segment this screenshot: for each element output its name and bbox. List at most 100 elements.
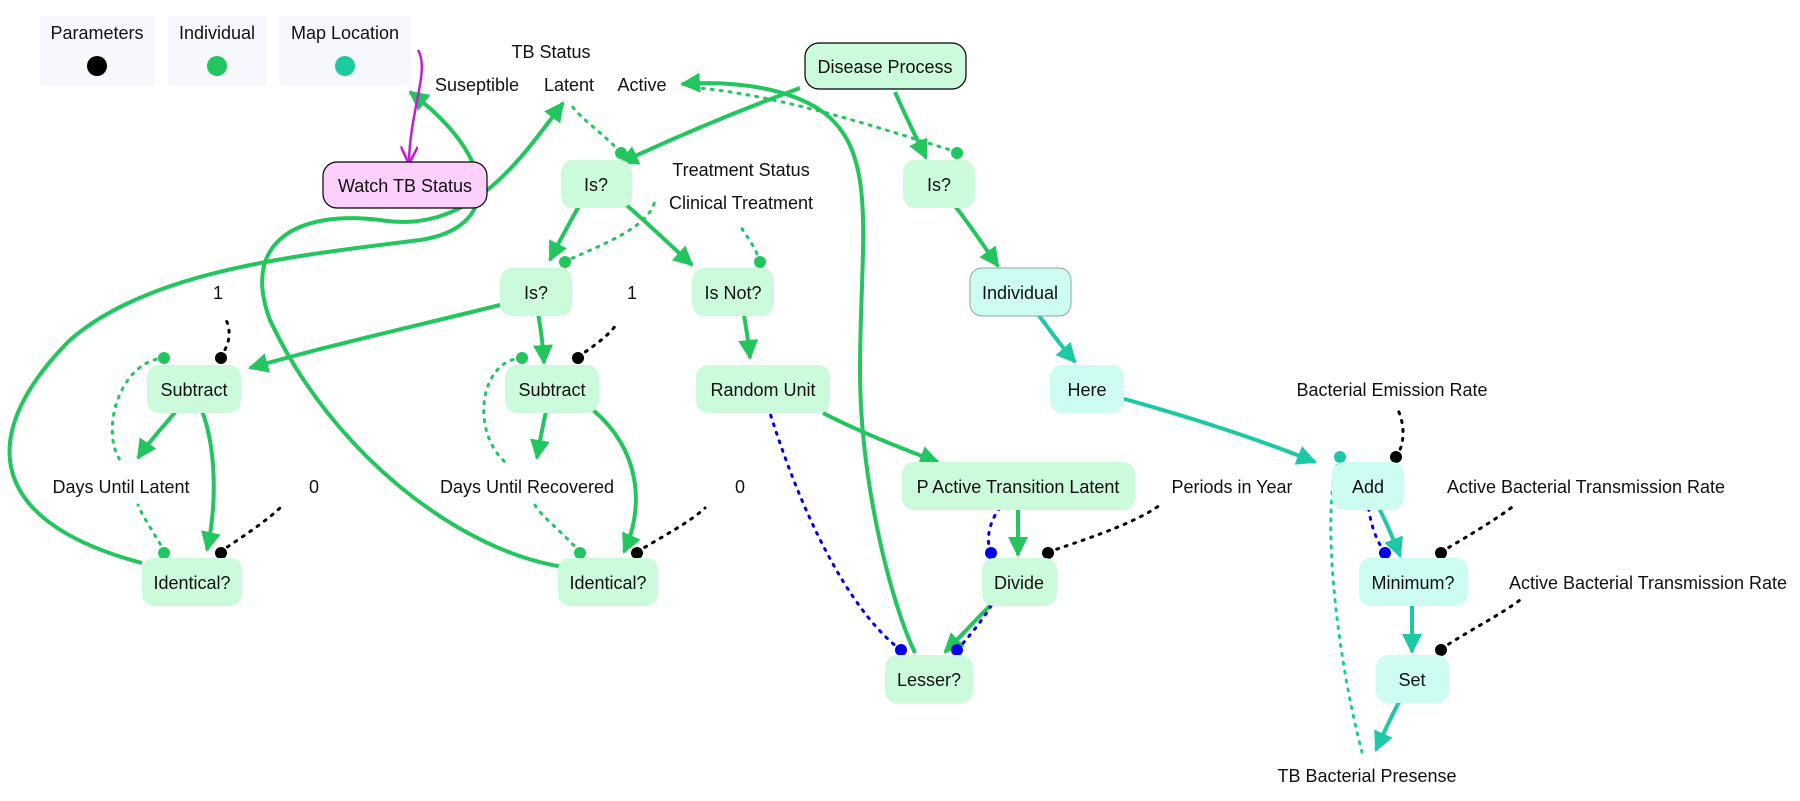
port-dot	[1334, 451, 1346, 463]
node-divide[interactable]: Divide	[982, 558, 1057, 606]
port-dot	[895, 644, 907, 656]
edge-watch	[409, 49, 423, 162]
port-dot	[1390, 451, 1402, 463]
legend-individual-dot	[207, 56, 227, 76]
dotted-one-subtract2	[576, 320, 620, 359]
node-label: Is?	[524, 283, 548, 303]
legend-parameters-label: Parameters	[50, 23, 143, 43]
dotted-emission-add	[1394, 408, 1405, 459]
dotted-days-latent-subtract1	[110, 356, 167, 462]
dotted-periods-divide	[1046, 503, 1162, 554]
label-days-until-recovered: Days Until Recovered	[440, 477, 614, 497]
node-label: Is?	[584, 175, 608, 195]
edge-subtract1-to-days-latent	[136, 409, 178, 460]
label-zero-a: 0	[309, 477, 319, 497]
legend-map-location-dot	[335, 56, 355, 76]
node-watch-tb-status[interactable]: Watch TB Status	[322, 161, 488, 209]
dotted-add-presense	[1329, 455, 1364, 754]
node-is-1[interactable]: Is?	[561, 160, 632, 208]
edge-subtract2-to-days-recovered	[530, 410, 550, 460]
port-dot	[1435, 547, 1447, 559]
node-lesser[interactable]: Lesser?	[885, 655, 973, 703]
node-individual[interactable]: Individual	[969, 267, 1072, 317]
node-add[interactable]: Add	[1332, 462, 1404, 510]
node-identical-2[interactable]: Identical?	[558, 558, 658, 606]
label-days-until-latent: Days Until Latent	[52, 477, 189, 497]
port-dot	[158, 547, 170, 559]
label-treatment-status: Treatment Status	[672, 160, 809, 180]
dotted-is1-latent	[568, 100, 622, 154]
legend: Parameters Individual Map Location	[40, 16, 412, 86]
edge-is2-to-subtract2	[533, 312, 553, 365]
dotted-random-lesser	[768, 411, 903, 652]
dotted-pactive-divide	[986, 506, 1002, 554]
edge-is3-to-individual	[953, 204, 1000, 268]
location-edges	[1035, 311, 1422, 752]
edge-random-to-pactive	[822, 411, 940, 466]
node-is-not[interactable]: Is Not?	[692, 268, 774, 316]
label-clinical-treatment: Clinical Treatment	[669, 193, 813, 213]
dotted-is2-clinical	[562, 198, 657, 264]
legend-map-location-label: Map Location	[291, 23, 399, 43]
label-susceptible: Suseptible	[435, 75, 519, 95]
node-label: Individual	[982, 283, 1058, 303]
node-label: Add	[1352, 477, 1384, 497]
node-is-3[interactable]: Is?	[903, 160, 975, 208]
legend-parameters-dot	[87, 56, 107, 76]
legend-map-location: Map Location	[279, 16, 412, 86]
node-label: Random Unit	[710, 380, 815, 400]
port-dot	[574, 547, 586, 559]
node-label: Identical?	[569, 573, 646, 593]
port-dot	[516, 352, 528, 364]
node-is-2[interactable]: Is?	[500, 268, 572, 316]
node-label: Watch TB Status	[338, 176, 472, 196]
dotted-one-subtract1	[218, 316, 231, 359]
port-dot	[158, 352, 170, 364]
node-label: Divide	[994, 573, 1044, 593]
node-here[interactable]: Here	[1050, 365, 1124, 413]
port-dot	[1379, 547, 1391, 559]
edge-subtract2-to-identical2	[591, 408, 641, 554]
node-disease-process[interactable]: Disease Process	[804, 42, 967, 90]
port-dot	[215, 547, 227, 559]
node-random-unit[interactable]: Random Unit	[696, 365, 830, 413]
port-dot	[1042, 547, 1054, 559]
node-label: Is Not?	[704, 283, 761, 303]
label-latent: Latent	[544, 75, 594, 95]
node-p-active-transition-latent[interactable]: P Active Transition Latent	[902, 462, 1135, 510]
node-label: Lesser?	[897, 670, 961, 690]
dotted-identical1-days-latent	[136, 503, 167, 554]
label-zero-b: 0	[735, 477, 745, 497]
node-identical-1[interactable]: Identical?	[142, 558, 242, 606]
dotted-zero-identical1	[218, 506, 282, 554]
port-dot	[631, 547, 643, 559]
port-dot	[572, 352, 584, 364]
dotted-rate2-set	[1439, 598, 1522, 651]
dotted-identical2-days-recovered	[533, 503, 582, 554]
node-label: Identical?	[153, 573, 230, 593]
label-periods-in-year: Periods in Year	[1171, 477, 1292, 497]
node-set[interactable]: Set	[1376, 655, 1449, 703]
dotted-is3-active	[688, 85, 959, 154]
dotted-divide-lesser	[955, 596, 997, 652]
legend-individual-label: Individual	[179, 23, 255, 43]
edge-disease-to-is1	[618, 86, 801, 165]
node-label: Here	[1067, 380, 1106, 400]
node-subtract-2[interactable]: Subtract	[505, 365, 599, 413]
port-dot	[951, 147, 963, 159]
port-dot	[215, 352, 227, 364]
node-subtract-1[interactable]: Subtract	[147, 365, 241, 413]
node-label: Set	[1398, 670, 1425, 690]
label-active: Active	[617, 75, 666, 95]
node-label: Is?	[927, 175, 951, 195]
label-one-a: 1	[213, 283, 223, 303]
edge-set-to-presense	[1374, 699, 1402, 752]
dotted-rate1-minimum	[1439, 503, 1517, 554]
label-active-bacterial-rate-1: Active Bacterial Transmission Rate	[1447, 477, 1725, 497]
edge-is2-to-subtract1	[248, 303, 501, 373]
dotted-zero-identical2	[635, 506, 707, 554]
edge-is1-to-is2	[548, 205, 581, 262]
node-minimum[interactable]: Minimum?	[1359, 558, 1468, 606]
legend-individual: Individual	[168, 16, 266, 86]
